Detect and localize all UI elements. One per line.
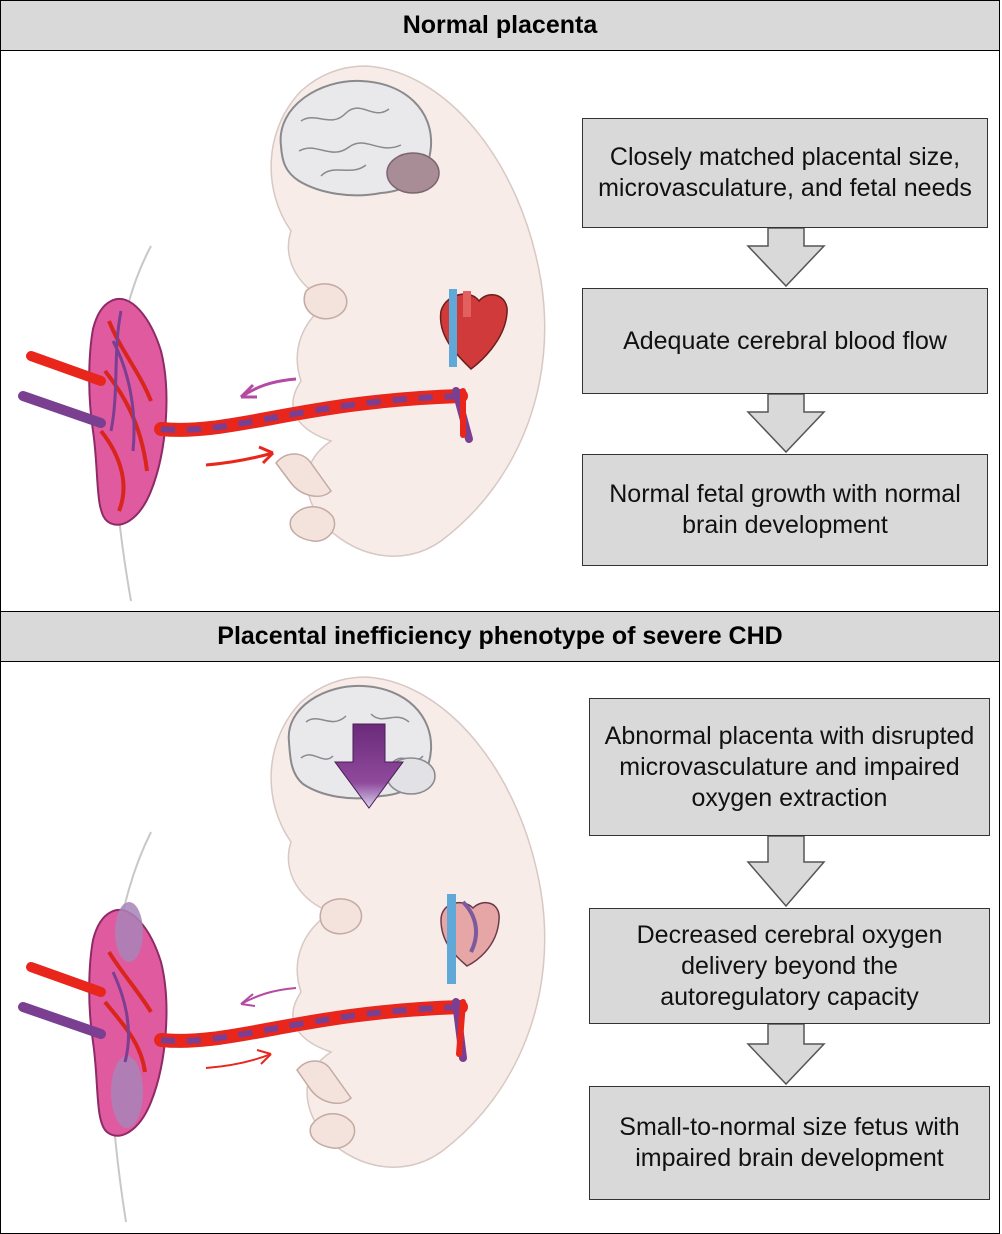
- flow-arrow-to-fetus: [205, 1053, 272, 1069]
- decreased-oxygen-arrow: [334, 723, 404, 809]
- placenta-icon: [88, 298, 168, 526]
- panel-title-chd: Placental inefficiency phenotype of seve…: [1, 612, 999, 662]
- normal-fetus-illustration: [18, 65, 546, 602]
- chd-placenta-panel: Placental inefficiency phenotype of seve…: [0, 611, 1000, 1234]
- maternal-vein: [18, 391, 106, 428]
- abnormal-heart-icon: [440, 894, 500, 984]
- step-box-3-bottom: Small-to-normal size fetus with impaired…: [589, 1086, 990, 1200]
- hand: [319, 898, 363, 935]
- cerebellum: [386, 152, 440, 194]
- maternal-vein: [18, 1002, 106, 1039]
- panel-title-normal: Normal placenta: [1, 1, 999, 51]
- flow-arrow-to-placenta-head: [239, 383, 257, 399]
- flow-arrow-to-fetus: [205, 451, 274, 467]
- step-box-3-top: Normal fetal growth with normal brain de…: [582, 454, 988, 566]
- flow-arrow-to-fetus-head: [258, 445, 275, 465]
- down-arrow-2-bottom: [746, 1024, 826, 1086]
- down-arrow-2-top: [746, 394, 826, 454]
- normal-placenta-panel: Normal placenta: [0, 0, 1000, 612]
- down-arrow-1-bottom: [746, 836, 826, 908]
- knee: [309, 1113, 356, 1149]
- down-arrow-1-top: [746, 228, 826, 288]
- brain-icon: [279, 79, 440, 197]
- foot: [296, 1060, 352, 1105]
- maternal-artery: [26, 351, 106, 386]
- step-box-1-bottom: Abnormal placenta with disrupted microva…: [589, 698, 990, 836]
- maternal-artery: [26, 962, 106, 997]
- umbilical-cord: [154, 998, 468, 1062]
- step-box-2-bottom: Decreased cerebral oxygen delivery beyon…: [589, 908, 990, 1024]
- chd-fetus-illustration: [18, 676, 546, 1223]
- hand: [303, 283, 348, 320]
- abnormal-placenta-icon: [88, 902, 168, 1137]
- step-box-1-top: Closely matched placental size, microvas…: [582, 118, 988, 228]
- heart-icon: [439, 289, 508, 370]
- knee: [289, 506, 336, 542]
- flow-arrow-to-placenta-head: [240, 993, 256, 1007]
- step-box-2-top: Adequate cerebral blood flow: [582, 288, 988, 394]
- umbilical-cord: [154, 387, 473, 443]
- flow-arrow-to-fetus-head: [256, 1049, 272, 1065]
- foot: [275, 453, 332, 498]
